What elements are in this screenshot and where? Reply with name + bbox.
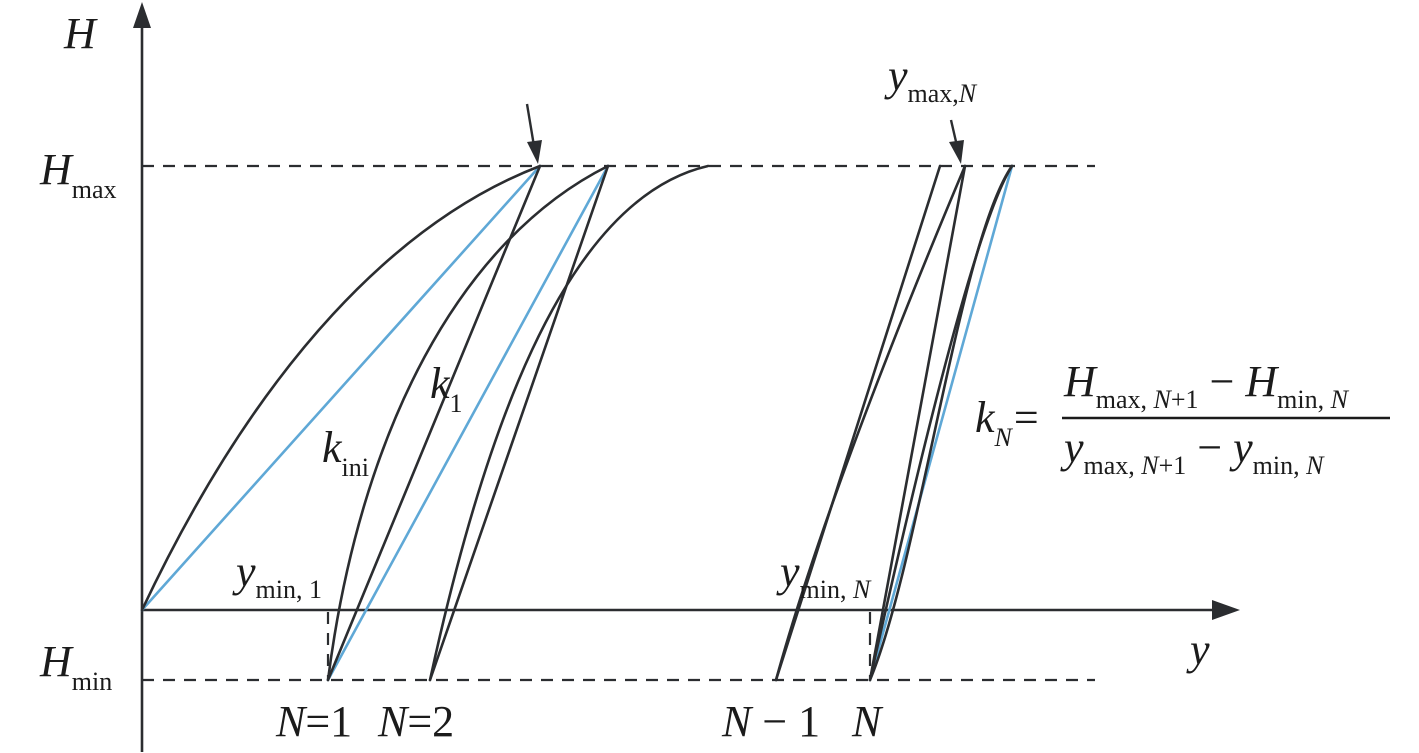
horizontal-axis-label: y: [1186, 625, 1210, 674]
k-ini-label: kini: [322, 423, 369, 482]
num-term2-sub: min,: [1277, 385, 1330, 414]
k-ini-sub: ini: [342, 453, 369, 482]
den-term1-base: y: [1060, 423, 1084, 472]
cycle-label-n-minus-1-rest: − 1: [751, 697, 820, 746]
den-term2-sub: min,: [1253, 451, 1306, 480]
cycle-label-n-minus-1-var: N: [721, 697, 754, 746]
k-1-base: k: [430, 359, 451, 408]
num-term2-sub-var: N: [1330, 385, 1350, 414]
unloading-curve-cycle-n: [868, 164, 967, 682]
secant-k-n: [868, 164, 1014, 682]
cycle-label-n2-rest: =2: [407, 697, 454, 746]
loading-curve-cycle-n-minus-1: [774, 164, 967, 682]
formula-equals: =: [1014, 393, 1039, 442]
k-1-label: k1: [430, 359, 463, 418]
num-minus: −: [1199, 357, 1246, 406]
vertical-axis-arrowhead: [133, 2, 151, 28]
y-min-n-sub-var: N: [852, 575, 872, 604]
peak-pointer-arrow-shaft: [525, 103, 536, 147]
den-term1-sub-var: N: [1140, 451, 1160, 480]
cycle-label-n: N: [851, 697, 884, 746]
h-min-label: Hmin: [39, 637, 112, 696]
reloading-curve-cycle-1: [326, 164, 610, 682]
cycle-label-n-minus-1: N − 1: [721, 697, 820, 746]
h-min-label-sub: min: [72, 667, 112, 696]
den-term2-base: y: [1229, 423, 1253, 472]
secant-k-ini: [140, 164, 542, 612]
cycle-label-n1-var: N: [275, 697, 308, 746]
h-max-label-sub: max: [72, 175, 117, 204]
cycle-label-n1: N=1: [275, 697, 352, 746]
loading-curve-initial: [140, 164, 542, 612]
den-term1-sub-rest: +1: [1159, 451, 1187, 480]
y-min-n-base: y: [776, 547, 800, 596]
num-term1-sub-var: N: [1153, 385, 1173, 414]
cycle-label-n-var: N: [851, 697, 884, 746]
unloading-curve-cycle-2: [428, 164, 610, 682]
k-ini-base: k: [322, 423, 343, 472]
reloading-curve-cycle-2: [428, 164, 710, 682]
unloading-curve-cycle-1: [326, 164, 542, 682]
den-term2-sub-var: N: [1305, 451, 1325, 480]
k-1-sub: 1: [450, 389, 463, 418]
formula-lhs-sub: N: [994, 423, 1014, 452]
y-min-n-sub: min,: [800, 575, 853, 604]
cycle-label-n1-rest: =1: [305, 697, 352, 746]
y-min-1-sub: min, 1: [256, 575, 322, 604]
unloading-curve-cycle-n-minus-1: [774, 164, 942, 682]
unloading-curve-final: [868, 164, 1014, 682]
num-term2-base: H: [1244, 357, 1279, 406]
y-min-1-label: ymin, 1: [232, 547, 322, 604]
vertical-axis-label: H: [63, 9, 98, 58]
formula-lhs: kN=: [975, 393, 1039, 452]
den-term1-sub: max,: [1084, 451, 1142, 480]
y-max-n-pointer-arrowhead: [949, 140, 964, 164]
formula-numerator: Hmax, N+1 − Hmin, N: [1063, 357, 1350, 414]
h-min-label-base: H: [39, 637, 74, 686]
y-max-n-base: y: [884, 51, 908, 100]
peak-pointer-arrowhead: [527, 140, 542, 164]
horizontal-axis-arrowhead: [1212, 600, 1240, 620]
k-n-formula: kN= Hmax, N+1 − Hmin, N ymax, N+1 − ymin…: [975, 357, 1390, 480]
y-max-n-sub-var: N: [958, 79, 978, 108]
num-term1-sub-rest: +1: [1171, 385, 1199, 414]
formula-denominator: ymax, N+1 − ymin, N: [1060, 423, 1325, 480]
y-max-n-sub: max,: [908, 79, 959, 108]
secant-k-1: [326, 164, 610, 682]
cycle-label-n2-var: N: [377, 697, 410, 746]
cycle-label-n2: N=2: [377, 697, 454, 746]
y-min-n-label: ymin, N: [776, 547, 872, 604]
h-max-label: Hmax: [39, 145, 117, 204]
formula-lhs-base: k: [975, 393, 996, 442]
h-max-label-base: H: [39, 145, 74, 194]
num-term1-sub: max,: [1096, 385, 1154, 414]
num-term1-base: H: [1063, 357, 1098, 406]
y-min-1-base: y: [232, 547, 256, 596]
den-minus: −: [1186, 423, 1233, 472]
y-max-n-label: ymax,N: [884, 51, 978, 108]
